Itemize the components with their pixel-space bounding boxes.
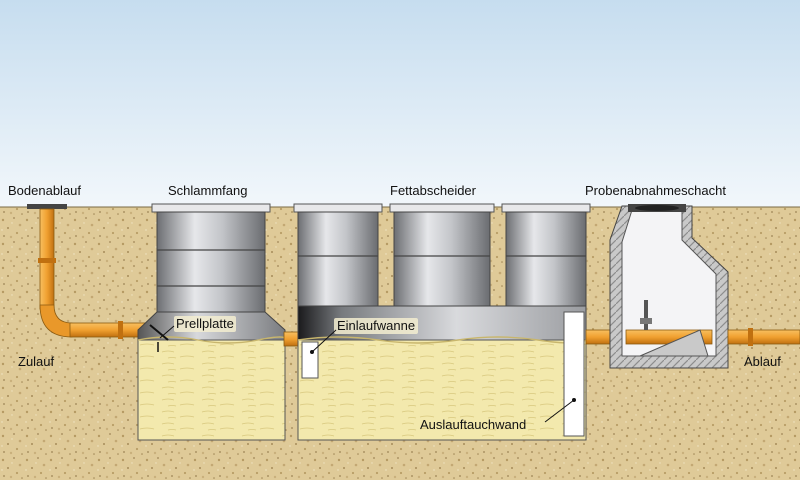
- label-bodenablauf: Bodenablauf: [8, 183, 81, 198]
- label-einlaufwanne: Einlaufwanne: [337, 318, 415, 333]
- label-auslauftauchwand: Auslauftauchwand: [420, 417, 526, 432]
- sludge-trap: [137, 203, 286, 441]
- leader-einlaufwanne: [311, 329, 337, 353]
- sky: [0, 0, 800, 207]
- label-ablauf: Ablauf: [744, 354, 781, 369]
- floor-drain-grate: [27, 204, 67, 209]
- leader-prellplatte: [159, 325, 175, 339]
- label-zulauf: Zulauf: [18, 354, 55, 369]
- leader-auslauftauchwand: [544, 399, 575, 423]
- label-schlammfang: Schlammfang: [168, 183, 247, 198]
- sampling-shaft: [609, 204, 729, 369]
- label-fettabscheider: Fettabscheider: [390, 183, 477, 198]
- drain-pipe: [727, 329, 800, 345]
- label-prellplatte: Prellplatte: [176, 316, 234, 331]
- grease-separator: [293, 203, 591, 441]
- label-probenabnahmeschacht: Probenabnahmeschacht: [585, 183, 726, 198]
